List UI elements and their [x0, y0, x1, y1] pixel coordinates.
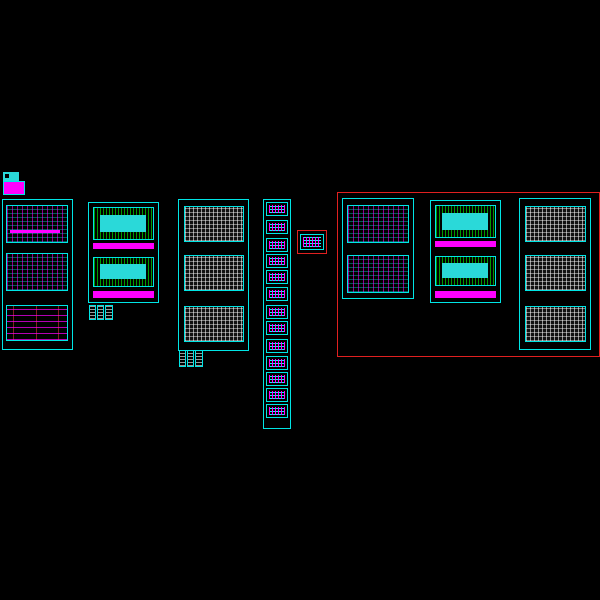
- floor-plan-1a: [6, 205, 68, 243]
- floor-plan-4a: [347, 205, 409, 243]
- strip-detail-fill: [269, 290, 285, 298]
- legend-icon: [3, 172, 19, 181]
- sheet-6: [519, 198, 591, 350]
- plan-title-bar: [10, 230, 60, 233]
- detail-thumb: [179, 350, 186, 367]
- floor-plan-6b: [525, 255, 586, 291]
- plan-title-bar: [435, 291, 496, 298]
- strip-detail-fill: [269, 273, 285, 281]
- detail-thumb: [105, 305, 113, 320]
- floor-plan-1b: [6, 253, 68, 291]
- strip-detail-item: [266, 321, 288, 335]
- legend-block: [3, 172, 26, 197]
- strip-detail-item: [266, 220, 288, 234]
- detail-thumb: [89, 305, 96, 320]
- sheet-4: [342, 198, 414, 299]
- sheet-1: [2, 199, 73, 350]
- detail-thumb: [195, 350, 203, 367]
- small-detail: [300, 234, 324, 250]
- strip-detail-item: [266, 404, 288, 418]
- strip-detail-fill: [269, 342, 285, 350]
- strip-detail-item: [266, 287, 288, 301]
- strip-detail-fill: [269, 407, 285, 415]
- sheet-2: [88, 202, 159, 303]
- floor-plan-6a: [525, 206, 586, 242]
- floor-plan-5a: [435, 205, 496, 238]
- strip-detail-item: [266, 238, 288, 252]
- strip-detail-item: [266, 270, 288, 284]
- strip-detail-fill: [269, 223, 285, 231]
- floor-plan-6c: [525, 306, 586, 342]
- strip-detail-item: [266, 305, 288, 319]
- strip-detail-fill: [269, 391, 285, 399]
- strip-detail-fill: [269, 241, 285, 249]
- plan-title-bar: [435, 241, 496, 247]
- strip-detail-item: [266, 339, 288, 353]
- plan-title-bar: [93, 243, 154, 249]
- floor-plan-5b: [435, 256, 496, 286]
- detail-thumb: [187, 350, 194, 367]
- strip-detail-fill: [269, 359, 285, 367]
- floor-plan-3c: [184, 306, 244, 342]
- floor-plan-2a: [93, 207, 154, 240]
- sheet-3: [178, 199, 249, 351]
- strip-detail-fill: [269, 375, 285, 383]
- legend-title-block: [3, 181, 25, 195]
- strip-detail-fill: [269, 324, 285, 332]
- floor-plan-3a: [184, 206, 244, 242]
- sheet-5: [430, 200, 501, 303]
- strip-detail-fill: [269, 308, 285, 316]
- strip-detail-item: [266, 388, 288, 402]
- strip-detail-fill: [269, 205, 285, 213]
- small-detail-frame: [297, 230, 327, 254]
- floor-plan-3b: [184, 255, 244, 291]
- detail-thumb: [97, 305, 104, 320]
- strip-detail-item: [266, 372, 288, 386]
- floor-plan-4b: [347, 255, 409, 293]
- plan-title-bar: [93, 291, 154, 298]
- detail-strip: [263, 199, 291, 429]
- strip-detail-item: [266, 254, 288, 268]
- strip-detail-item: [266, 356, 288, 370]
- strip-detail-item: [266, 202, 288, 216]
- strip-detail-fill: [269, 257, 285, 265]
- floor-plan-2b: [93, 257, 154, 287]
- floor-plan-1c: [6, 305, 68, 341]
- legend-tag: [5, 174, 9, 178]
